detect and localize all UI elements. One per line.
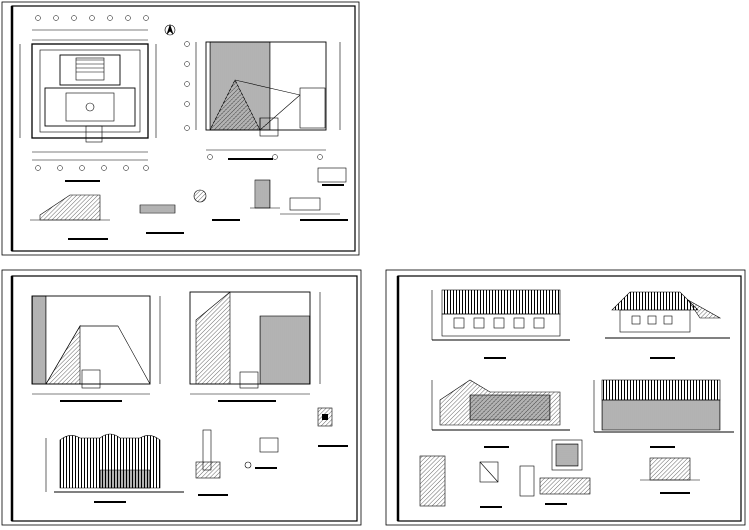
sheet-2: [1, 269, 362, 526]
roof-plan-2b: [189, 291, 321, 395]
details-row-1: [30, 167, 347, 221]
roof-plan-1: [195, 41, 341, 151]
main-elevation-3: [431, 289, 570, 341]
details-row-3: [419, 439, 700, 507]
side-elevation-3: [605, 291, 730, 339]
title-labels-1: [65, 158, 348, 240]
floor-plan-1: [19, 29, 157, 161]
section-1-3: [431, 379, 570, 431]
roof-plan-2a: [31, 295, 161, 395]
title-labels-3: [480, 357, 690, 508]
front-elevation-2: [45, 433, 184, 493]
grid-axis-markers-1: [35, 15, 149, 171]
title-labels-2: [60, 400, 348, 503]
sheet-3: [385, 269, 746, 526]
section-2-3: [593, 379, 734, 433]
sheet-1: [1, 1, 360, 256]
